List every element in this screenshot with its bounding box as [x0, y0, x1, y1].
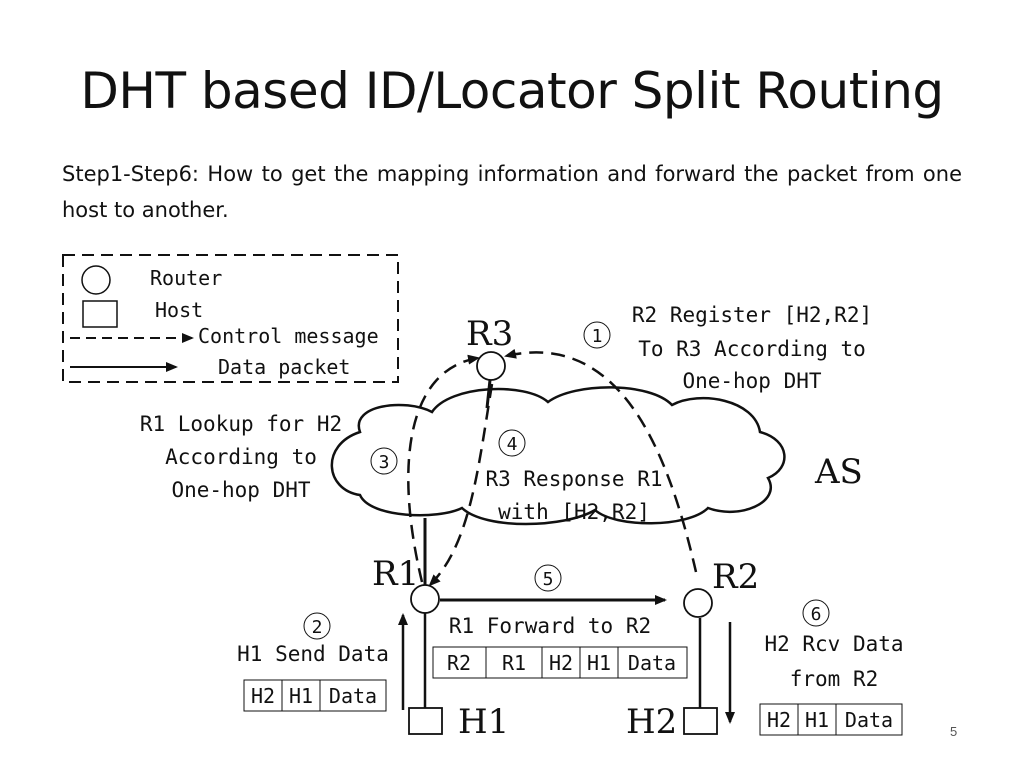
step3-text-line2: According to — [165, 445, 317, 469]
step5-packet-field: Data — [628, 651, 676, 675]
host-h1 — [408, 707, 443, 735]
h1-label: H1 — [458, 702, 509, 742]
router-r1 — [410, 584, 440, 614]
step6-packet-field: Data — [845, 708, 893, 732]
step2: 2 H1 Send Data H2 H1 Data — [237, 612, 389, 712]
step3-control-arrow — [407, 354, 480, 583]
step1-text-line1: R2 Register [H2,R2] — [632, 303, 872, 327]
step5-number: 5 — [543, 569, 554, 590]
step5-packet-field: R2 — [447, 651, 471, 675]
step3-text-line3: One-hop DHT — [171, 478, 310, 502]
step2-packet-field: H1 — [289, 684, 313, 708]
host-h2 — [683, 707, 718, 735]
step5-packet: R2 R1 H2 H1 Data — [432, 646, 688, 679]
legend-control-label: Control message — [198, 324, 379, 348]
step2-text-line1: H1 Send Data — [237, 642, 389, 666]
legend-router-icon — [81, 265, 111, 295]
step3-number-badge — [370, 447, 398, 475]
legend-router-label: Router — [150, 266, 222, 290]
step2-number-badge — [303, 612, 331, 640]
step4-text-line1: R3 Response R1 — [485, 467, 662, 491]
step3-text-line1: R1 Lookup for H2 — [140, 412, 342, 436]
step5: 5 R1 Forward to R2 R2 R1 H2 H1 Data — [432, 564, 688, 679]
legend: Router Host Control message Data packet — [62, 254, 399, 383]
step4-number: 4 — [507, 434, 518, 455]
legend-border — [62, 254, 399, 383]
step1-text-line3: One-hop DHT — [682, 369, 821, 393]
step4-number-badge — [498, 429, 526, 457]
step6-packet-field: H1 — [805, 708, 829, 732]
router-r2 — [683, 588, 713, 618]
step6-number: 6 — [811, 604, 822, 625]
legend-data-label: Data packet — [218, 355, 350, 379]
step1-number: 1 — [592, 326, 603, 347]
step5-packet-field: R1 — [502, 651, 526, 675]
step1-number-badge — [583, 321, 611, 349]
step3-number: 3 — [379, 452, 390, 473]
step4-text-line2: with [H2,R2] — [498, 500, 650, 524]
slide-title: DHT based ID/Locator Split Routing — [80, 62, 944, 120]
legend-host-label: Host — [155, 298, 203, 322]
r3-as-link — [485, 379, 492, 409]
step6-number-badge — [802, 599, 830, 627]
r2-label: R2 — [712, 557, 759, 597]
step5-number-badge — [534, 564, 562, 592]
step2-packet-field: H2 — [251, 684, 275, 708]
step4-control-arrow — [428, 383, 494, 587]
step6-packet-field: H2 — [767, 708, 791, 732]
as-cloud — [330, 386, 786, 526]
step2-packet-field: Data — [329, 684, 377, 708]
step6: 6 H2 Rcv Data from R2 H2 H1 Data — [759, 599, 904, 736]
step4: 4 R3 Response R1 with [H2,R2] — [485, 429, 663, 524]
legend-host-icon — [82, 300, 118, 328]
step5-text-line1: R1 Forward to R2 — [449, 614, 651, 638]
page-number: 5 — [950, 724, 958, 739]
step1: 1 R2 Register [H2,R2] To R3 According to… — [583, 303, 872, 393]
h2-label: H2 — [626, 702, 677, 742]
step5-packet-field: H2 — [549, 651, 573, 675]
step2-number: 2 — [312, 617, 323, 638]
router-r3 — [476, 351, 506, 381]
slide-subtitle: Step1-Step6: How to get the mapping info… — [62, 162, 962, 222]
step6-text-line2: from R2 — [790, 667, 879, 691]
step2-packet: H2 H1 Data — [243, 679, 387, 712]
r1-label: R1 — [372, 554, 419, 594]
r3-label: R3 — [466, 314, 513, 354]
step6-text-line1: H2 Rcv Data — [764, 632, 903, 656]
step1-text-line2: To R3 According to — [638, 337, 866, 361]
step6-packet: H2 H1 Data — [759, 703, 903, 736]
step1-control-arrow — [504, 348, 698, 573]
step5-packet-field: H1 — [587, 651, 611, 675]
as-label: AS — [814, 452, 863, 492]
step3: 3 R1 Lookup for H2 According to One-hop … — [140, 412, 398, 502]
